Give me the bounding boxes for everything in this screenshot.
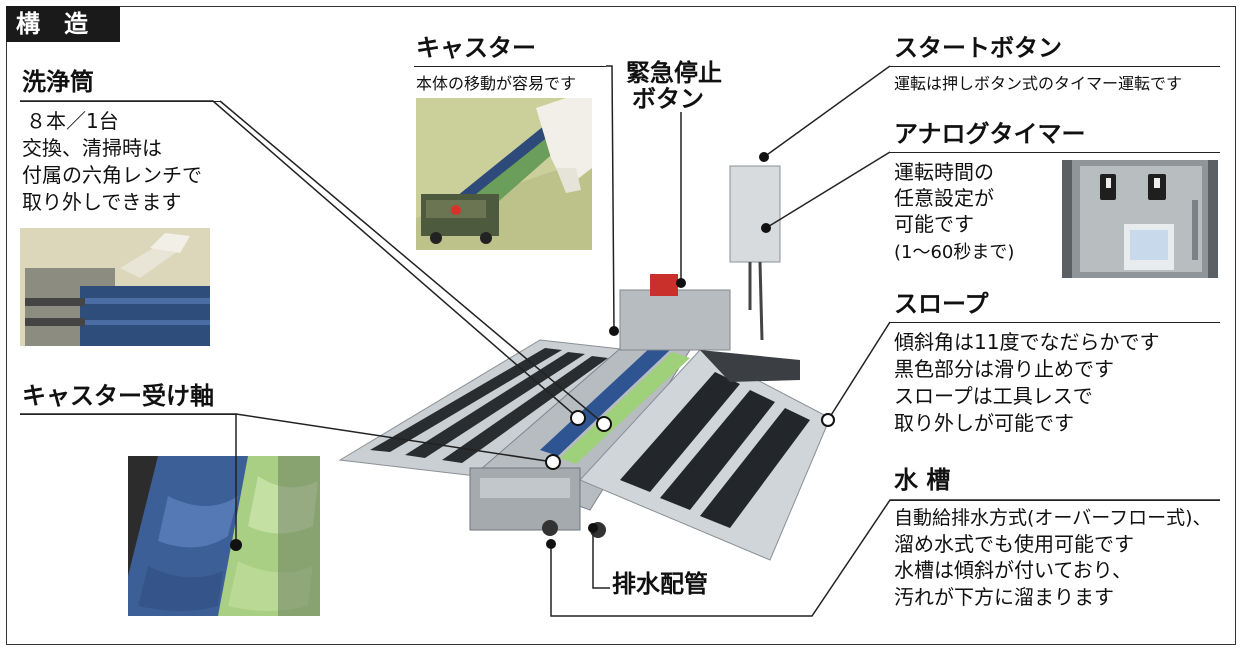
tank-title: 水 槽 <box>894 466 951 494</box>
tank-text-4: 汚れが下方に溜まります <box>894 585 1114 609</box>
slope-text-3: スロープは工具レスで <box>894 384 1093 408</box>
caster-text-1: 本体の移動が容易です <box>416 74 577 93</box>
timer-text-3: 可能です <box>894 212 974 236</box>
timer-photo <box>1062 160 1218 278</box>
wash-tube-rule <box>20 101 220 102</box>
timer-text-2: 任意設定が <box>894 186 994 210</box>
wash-tube-text-3: 付属の六角レンチで <box>22 163 202 187</box>
timer-title: アナログタイマー <box>894 120 1086 148</box>
emergency-stop-label-2: ボタン <box>632 85 704 113</box>
drain-title: 排水配管 <box>612 570 708 598</box>
wash-tube-title: 洗浄筒 <box>22 68 94 96</box>
section-tab: 構 造 <box>6 6 120 42</box>
tank-text-2: 溜め水式でも使用可能です <box>894 532 1134 556</box>
tank-rule <box>890 500 1220 501</box>
tank-text-1: 自動給排水方式(オーバーフロー式)、 <box>894 507 1212 529</box>
slope-rule <box>890 322 1220 323</box>
wash-tube-text-2: 交換、清掃時は <box>22 136 162 160</box>
start-button-title: スタートボタン <box>894 34 1062 62</box>
slope-text-2: 黒色部分は滑り止めです <box>894 357 1114 381</box>
caster-axle-photo <box>128 456 320 616</box>
start-button-rule <box>890 66 1220 67</box>
caster-title: キャスター <box>416 34 536 62</box>
wash-tube-text-1: ８本／1台 <box>26 109 119 133</box>
timer-text-4: (1〜60秒まで) <box>894 242 1015 263</box>
tank-text-3: 水槽は傾斜が付いており、 <box>894 558 1132 582</box>
machine-illustration <box>338 165 831 561</box>
wash-tube-text-4: 取り外しできます <box>22 190 182 214</box>
wash-tube-photo <box>20 228 210 346</box>
start-button-text-1: 運転は押しボタン式のタイマー運転です <box>894 74 1183 93</box>
caster-axle-title: キャスター受け軸 <box>22 382 214 410</box>
emergency-stop-label-1: 緊急停止 <box>626 59 722 87</box>
slope-text-1: 傾斜角は11度でなだらかです <box>894 330 1160 354</box>
timer-rule <box>890 152 1220 153</box>
timer-text-1: 運転時間の <box>894 160 994 184</box>
caster-rule <box>414 66 606 67</box>
diagram-frame <box>6 6 1236 645</box>
slope-title: スロープ <box>894 290 989 318</box>
slope-text-4: 取り外しが可能です <box>894 411 1074 435</box>
caster-axle-rule <box>20 414 238 415</box>
